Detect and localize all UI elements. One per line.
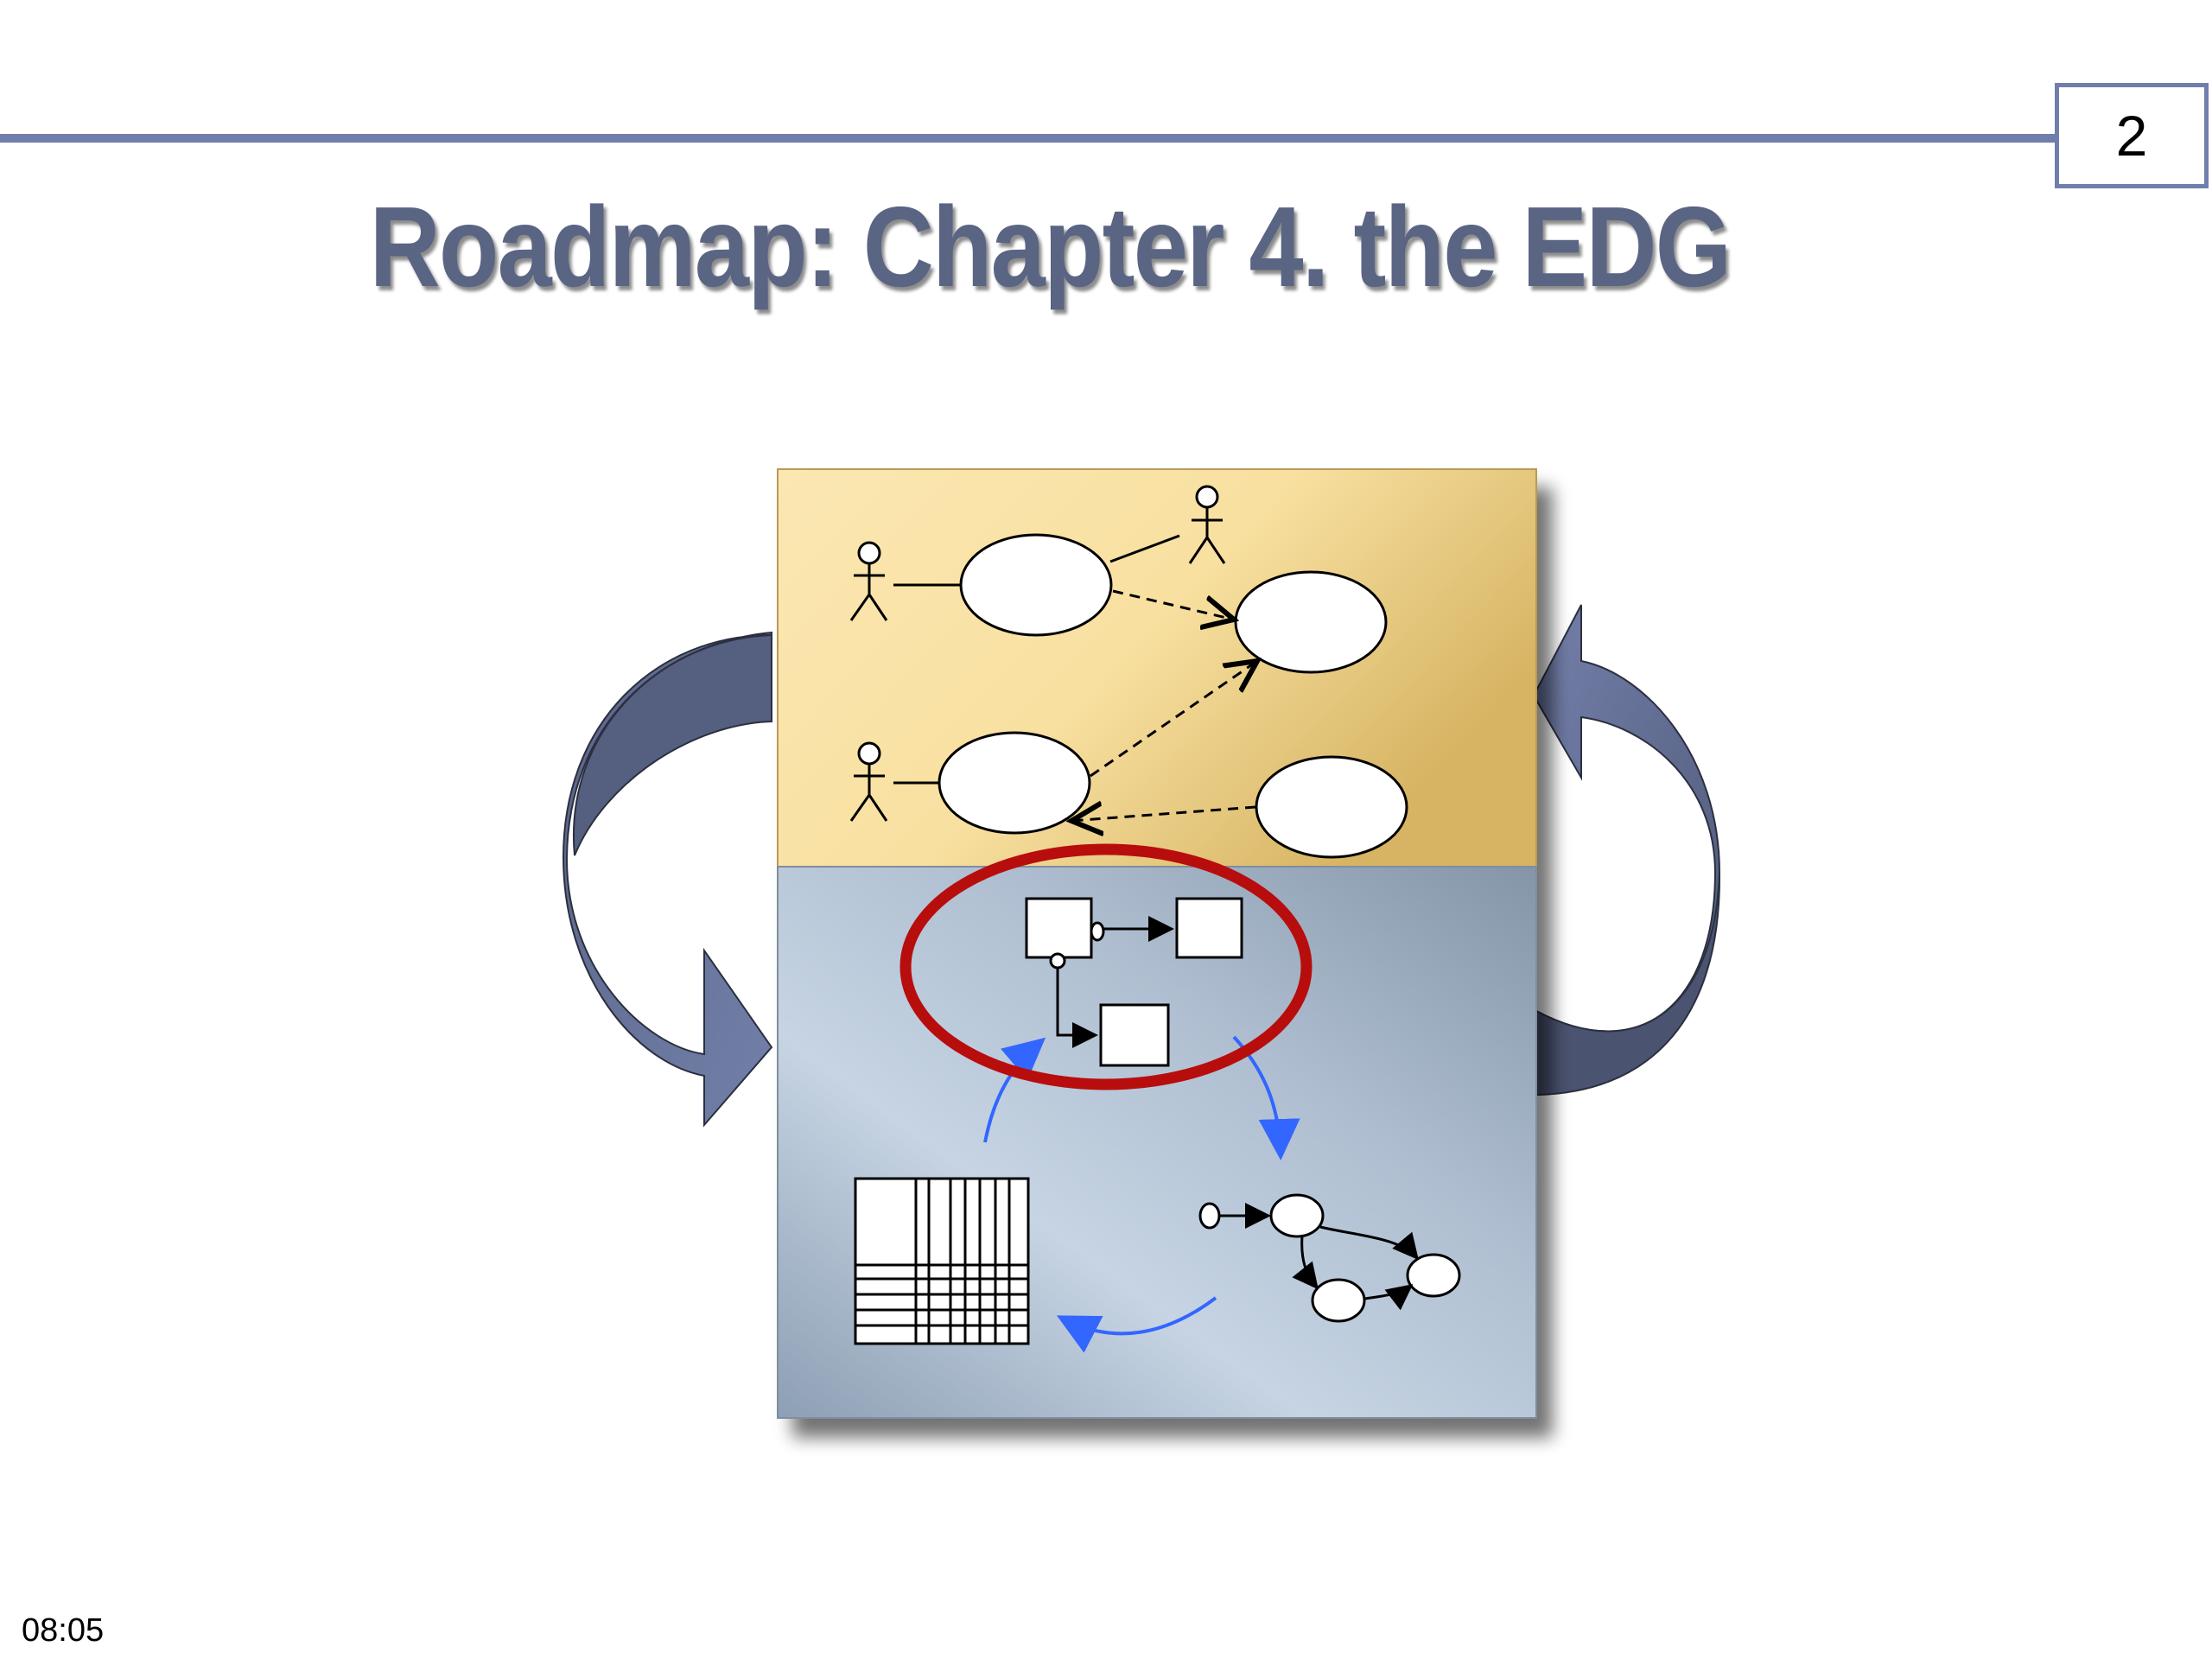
use-case-ellipse [959,533,1113,637]
page-number-box: 2 [2055,83,2209,188]
state-box [1175,897,1243,959]
page-number: 2 [2115,104,2148,168]
use-case-ellipse [1255,755,1408,859]
right-cycle-arrow [1532,604,1721,1096]
state-box [1025,897,1093,959]
use-case-ellipse [938,731,1091,835]
actor-icon [1188,485,1226,564]
actor-icon [849,741,888,822]
graph-node [1311,1278,1366,1323]
graph-node [1269,1193,1325,1238]
left-cycle-arrow [562,631,773,1128]
header-rule [0,134,2056,143]
state-box [1099,1003,1170,1067]
graph-node [1406,1253,1461,1298]
use-case-ellipse [1234,570,1388,674]
timestamp: 08:05 [22,1612,105,1649]
use-case-diagram [849,485,1408,859]
state-graph [1198,1193,1461,1323]
slide-title: Roadmap: Chapter 4. the EDG [369,183,1732,310]
structure-diagram [1025,897,1243,1067]
actor-icon [849,541,888,621]
highlight-ellipse [899,843,1313,1090]
matrix-grid [854,1177,1030,1345]
